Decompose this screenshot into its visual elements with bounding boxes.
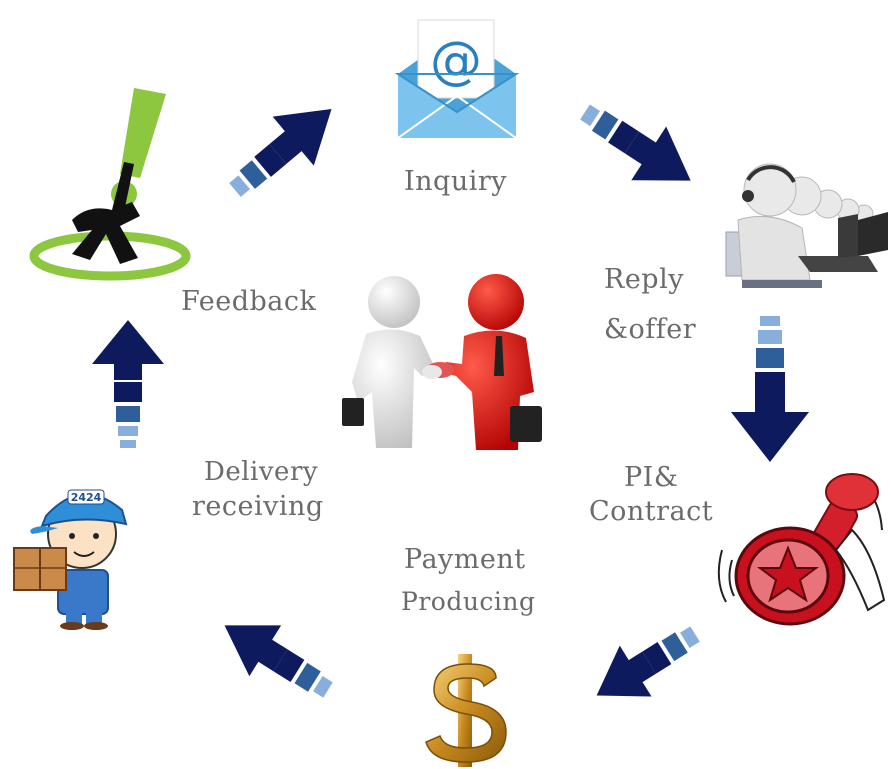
label-producing: Producing <box>401 587 536 616</box>
delivery-man-icon: 2424 <box>13 489 128 630</box>
label-feedback: Feedback <box>181 286 317 317</box>
call-center-agents-icon <box>725 163 888 288</box>
arrow-delivery-to-feedback <box>92 320 164 448</box>
email-envelope-icon: @ <box>394 19 520 139</box>
label-inquiry: Inquiry <box>404 166 508 197</box>
label-offer: &offer <box>604 314 697 345</box>
arrow-reply-to-contract <box>731 316 809 462</box>
label-contract: Contract <box>589 496 714 527</box>
exclamation-person-icon <box>29 88 191 281</box>
label-pi: PI& <box>624 462 679 493</box>
label-reply: Reply <box>604 264 684 295</box>
dollar-sign-icon <box>425 654 507 767</box>
arrow-feedback-to-inquiry <box>229 109 332 197</box>
arrow-inquiry-to-reply <box>580 104 691 181</box>
handshake-icon <box>342 274 542 450</box>
at-symbol: @ <box>430 31 482 91</box>
label-receiving: receiving <box>192 491 324 522</box>
label-payment: Payment <box>404 544 526 575</box>
arrow-payment-to-delivery <box>224 625 333 698</box>
stamp-icon <box>717 473 886 626</box>
arrow-contract-to-payment <box>596 626 700 697</box>
cap-number: 2424 <box>71 491 102 504</box>
label-delivery: Delivery <box>204 457 319 487</box>
